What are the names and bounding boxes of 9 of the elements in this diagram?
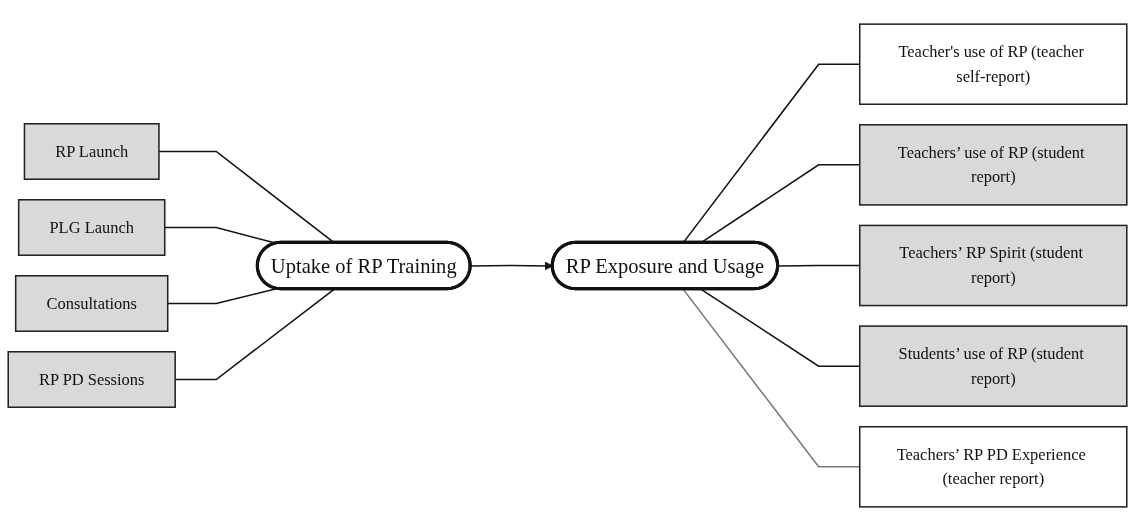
node-box: PLG Launch — [17, 199, 166, 256]
node-box: Teachers’ RP Spirit (student report) — [858, 224, 1128, 307]
node-box: Teachers’ use of RP (student report) — [858, 124, 1128, 206]
node-box: Students’ use of RP (student report) — [858, 325, 1128, 407]
node-box: RP Launch — [23, 123, 160, 180]
node-box: Teachers’ RP PD Experience (teacher report) — [858, 426, 1128, 508]
node-box: Consultations — [14, 275, 169, 332]
node-box: Teacher's use of RP (teacher self-report) — [858, 23, 1128, 105]
node-box: RP PD Sessions — [7, 351, 176, 408]
